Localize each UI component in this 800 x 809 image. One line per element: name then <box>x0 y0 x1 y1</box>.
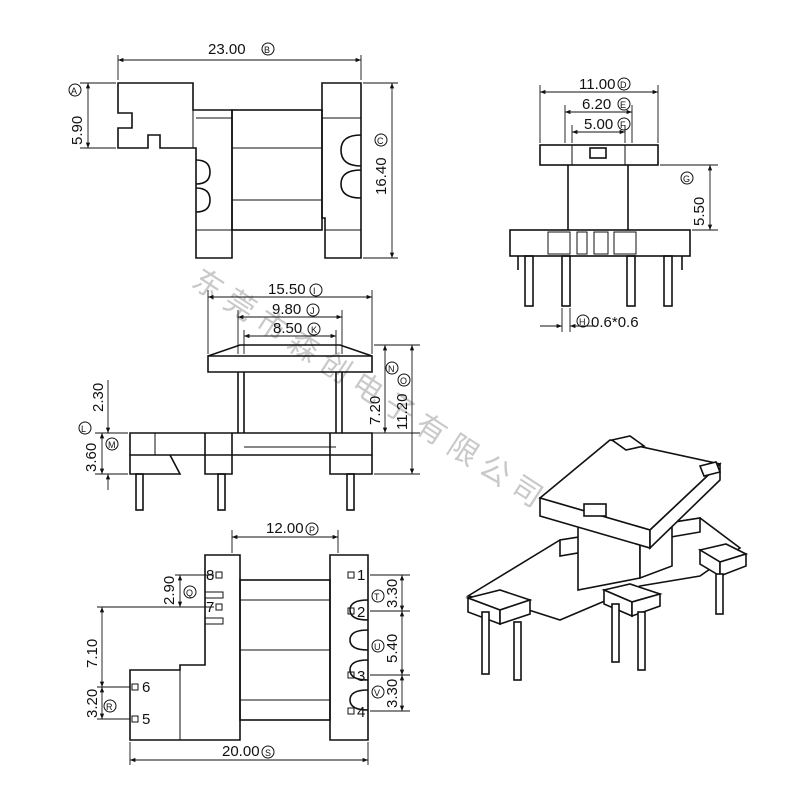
ref-n: N <box>388 364 395 374</box>
bottom-view: 1 2 3 4 5 6 7 8 12.00 P 2.90 Q 7.10 3.20… <box>84 520 410 765</box>
ref-g: G <box>683 174 690 184</box>
dim-20-00: 20.00 <box>222 743 260 760</box>
ref-p: P <box>309 525 315 535</box>
dim-15-50: 15.50 <box>268 281 306 298</box>
ref-b: B <box>264 45 270 55</box>
isometric-view <box>465 435 749 681</box>
dim-7-20: 7.20 <box>367 396 384 425</box>
pin-5: 5 <box>142 711 150 728</box>
dim-8-50: 8.50 <box>273 320 302 337</box>
dim-5-90: 5.90 <box>69 116 86 145</box>
dim-5-40: 5.40 <box>384 634 401 663</box>
dim-3-30-top: 3.30 <box>384 579 401 608</box>
pin-3: 3 <box>357 668 365 685</box>
ref-o: O <box>400 376 407 386</box>
ref-r: R <box>106 702 113 712</box>
pin-2: 2 <box>357 604 365 621</box>
ref-i: I <box>313 286 316 296</box>
dim-3-20: 3.20 <box>84 689 101 718</box>
ref-l: L <box>81 424 86 434</box>
front-view: 15.50 I 9.80 J 8.50 K 7.20 11.20 N O 2.3… <box>78 281 420 511</box>
dim-11-20: 11.20 <box>394 394 411 430</box>
top-view: 23.00 B 5.90 A 16.40 C <box>68 41 398 259</box>
ref-t: T <box>374 592 380 602</box>
ref-k: K <box>311 325 317 335</box>
pin-6: 6 <box>142 679 150 696</box>
dim-23-00: 23.00 <box>208 41 246 58</box>
side-view: 11.00 D 6.20 E 5.00 F 5.50 G H 0.6*0.6 <box>509 76 718 332</box>
ref-f: F <box>620 120 626 130</box>
dim-pin-size: 0.6*0.6 <box>591 314 639 331</box>
pin-7: 7 <box>206 599 214 616</box>
watermark: 东莞市森创电子有限公司 <box>186 263 555 518</box>
dim-9-80: 9.80 <box>272 301 301 318</box>
pin-1: 1 <box>357 567 365 584</box>
ref-u: U <box>374 642 381 652</box>
ref-q: Q <box>186 588 193 598</box>
dim-12-00: 12.00 <box>266 520 304 537</box>
ref-a: A <box>71 86 77 96</box>
dim-7-10: 7.10 <box>84 639 101 668</box>
dim-6-20: 6.20 <box>582 96 611 113</box>
ref-e: E <box>620 100 626 110</box>
dim-3-60: 3.60 <box>83 443 100 472</box>
pin-8: 8 <box>206 567 214 584</box>
ref-m: M <box>108 440 116 450</box>
ref-h: H <box>579 317 586 327</box>
pin-4: 4 <box>357 704 365 721</box>
ref-s: S <box>265 748 271 758</box>
ref-c: C <box>377 136 384 146</box>
dim-16-40: 16.40 <box>373 157 390 195</box>
ref-j: J <box>310 306 315 316</box>
dim-3-30-bottom: 3.30 <box>384 679 401 708</box>
dim-2-90: 2.90 <box>161 576 178 605</box>
ref-v: V <box>374 688 380 698</box>
dim-11-00: 11.00 <box>579 76 615 93</box>
dim-5-00: 5.00 <box>584 116 613 133</box>
dim-2-30: 2.30 <box>90 383 107 412</box>
dim-5-50: 5.50 <box>691 197 708 226</box>
ref-d: D <box>620 80 627 90</box>
